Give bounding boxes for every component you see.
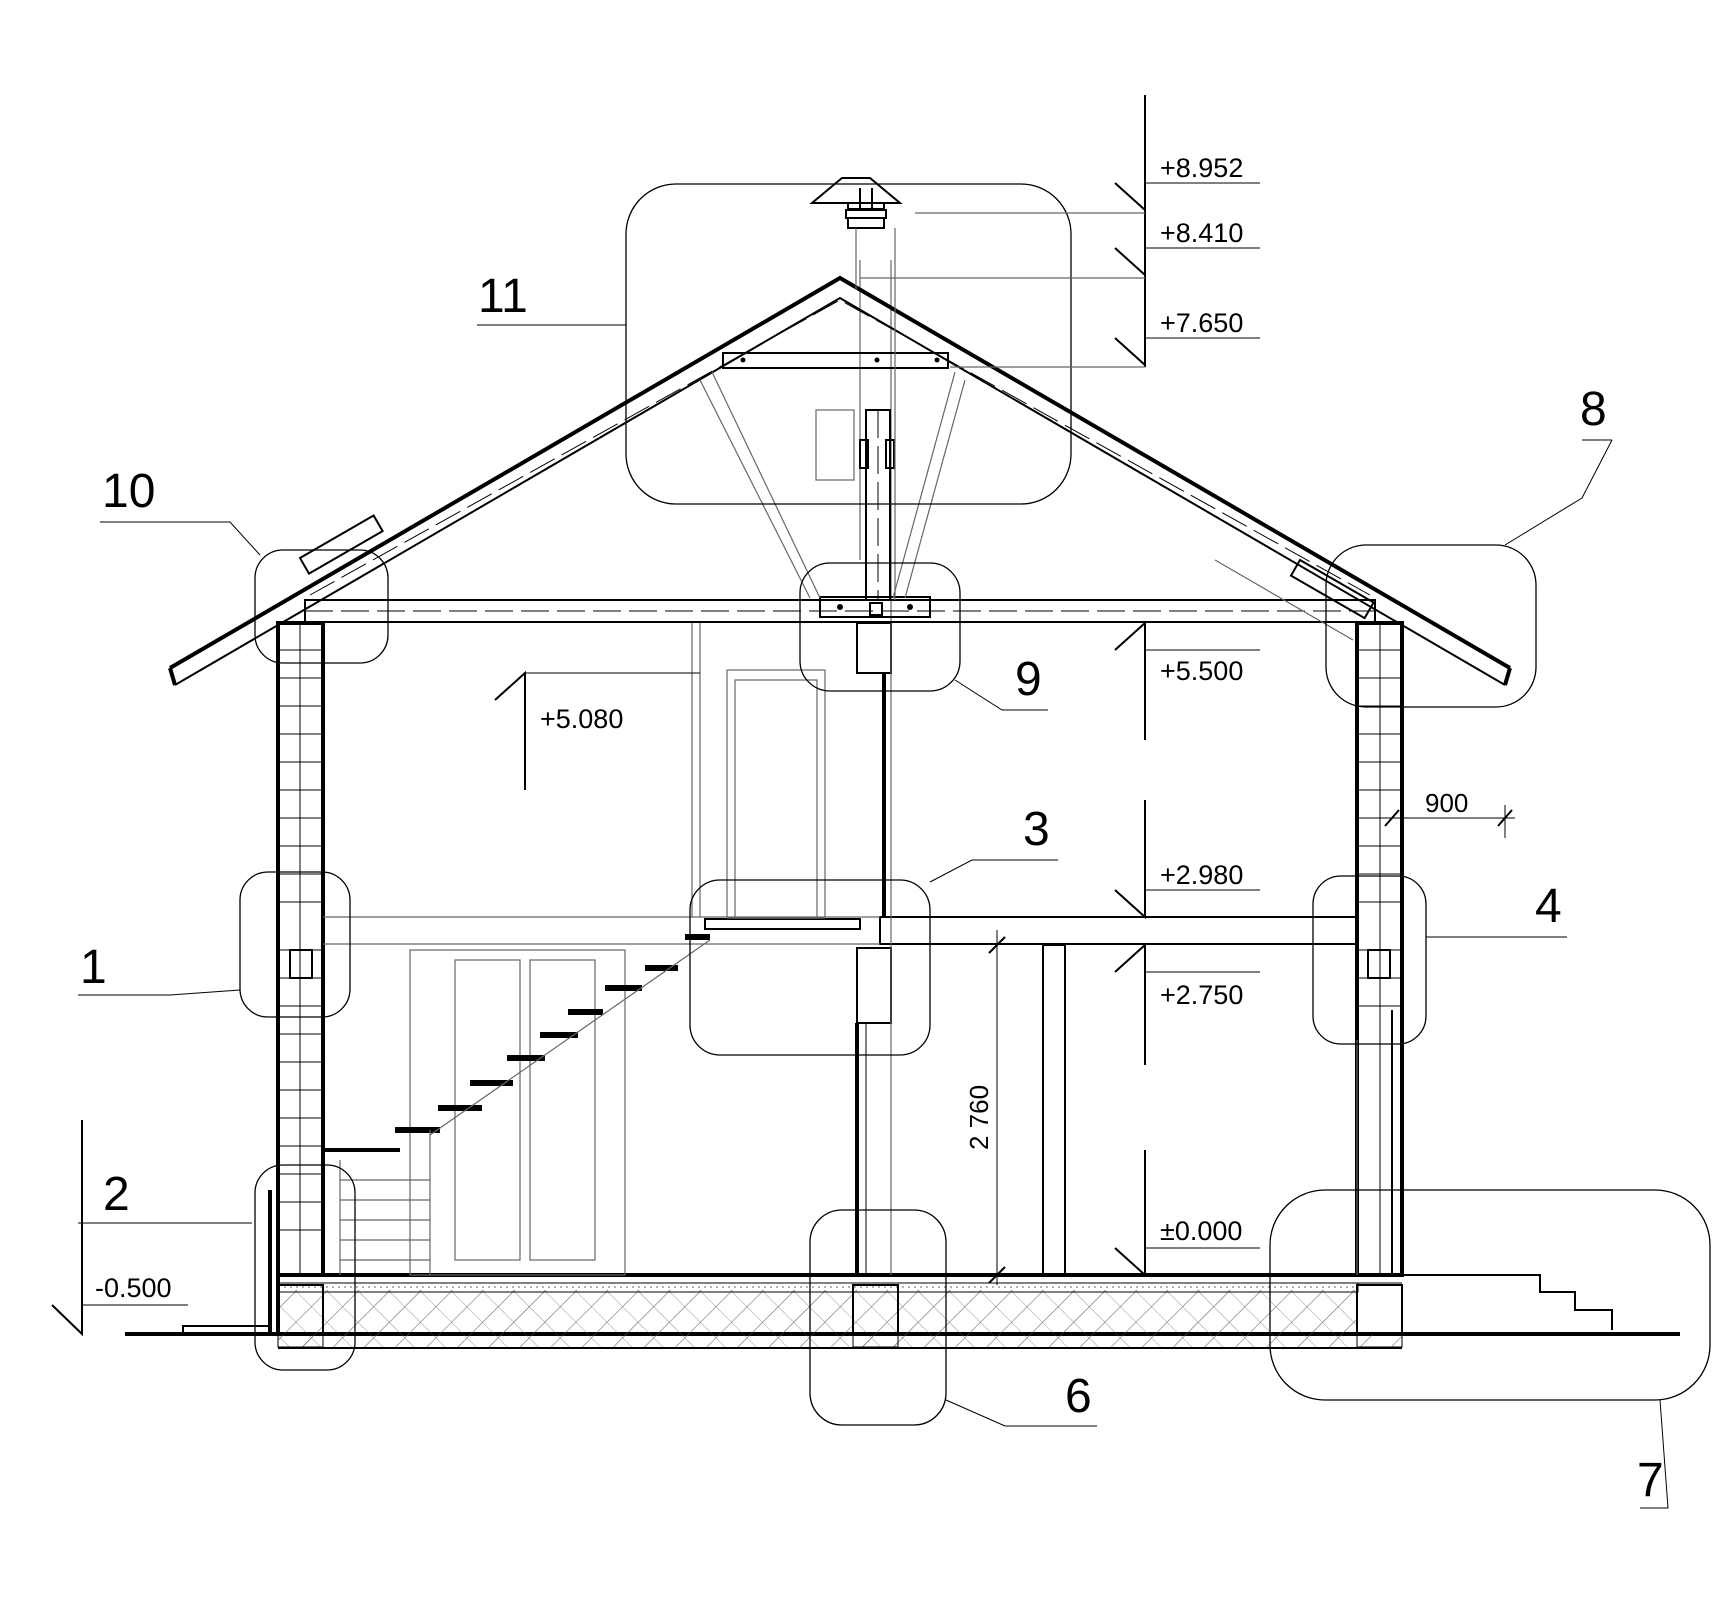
elevation-ground-floor: ±0.000 (1160, 1216, 1242, 1246)
floors-and-interior (323, 260, 1358, 1276)
dimension-overhang: 900 (1425, 788, 1468, 818)
elevation-first-floor-ceiling: +2.750 (1160, 980, 1243, 1010)
detail-callouts: 1 2 3 4 6 7 8 9 10 11 (78, 183, 1711, 1509)
callout-label-6: 6 (1065, 1370, 1092, 1423)
callout-bubble-2 (254, 1164, 356, 1371)
dimension-first-floor-height: 2 760 (964, 1085, 994, 1150)
callout-label-8: 8 (1580, 383, 1607, 436)
callout-label-4: 4 (1535, 880, 1562, 933)
elevation-ridge-tie: +7.650 (1160, 308, 1243, 338)
callout-bubble-3 (689, 879, 931, 1056)
callout-label-3: 3 (1023, 803, 1050, 856)
elevation-second-floor-ceiling: +5.080 (540, 704, 623, 734)
elevation-chimney-top: +8.952 (1160, 153, 1243, 183)
callout-bubble-11 (625, 183, 1072, 505)
ground-and-foundation (125, 1190, 1680, 1349)
left-exterior-wall (276, 621, 400, 1277)
elevation-attic-floor: +5.500 (1160, 656, 1243, 686)
right-exterior-wall (1355, 621, 1404, 1277)
callout-label-2: 2 (103, 1168, 130, 1221)
elevation-outside-ground: -0.500 (95, 1273, 172, 1303)
callout-label-11: 11 (478, 270, 528, 323)
callout-label-9: 9 (1015, 653, 1042, 706)
callout-bubble-9 (799, 562, 961, 692)
elevation-second-floor: +2.980 (1160, 860, 1243, 890)
chimney (809, 177, 903, 600)
roof-structure (168, 275, 1512, 686)
callout-label-7: 7 (1637, 1454, 1664, 1507)
callout-bubble-7 (1269, 1189, 1711, 1401)
callout-label-1: 1 (80, 941, 107, 994)
callout-bubble-1 (239, 871, 351, 1018)
dimension-lines: 900 2 760 (964, 788, 1515, 1285)
callout-bubble-8 (1325, 544, 1537, 708)
callout-label-10: 10 (102, 465, 155, 518)
elevation-markers: +8.952 +8.410 +7.650 +5.500 +5.080 +2.98… (51, 95, 1260, 1337)
elevation-chimney-cap: +8.410 (1160, 218, 1243, 248)
callout-bubble-4 (1312, 875, 1427, 1045)
callout-bubble-6 (809, 1209, 947, 1426)
callout-bubble-10 (254, 549, 389, 664)
